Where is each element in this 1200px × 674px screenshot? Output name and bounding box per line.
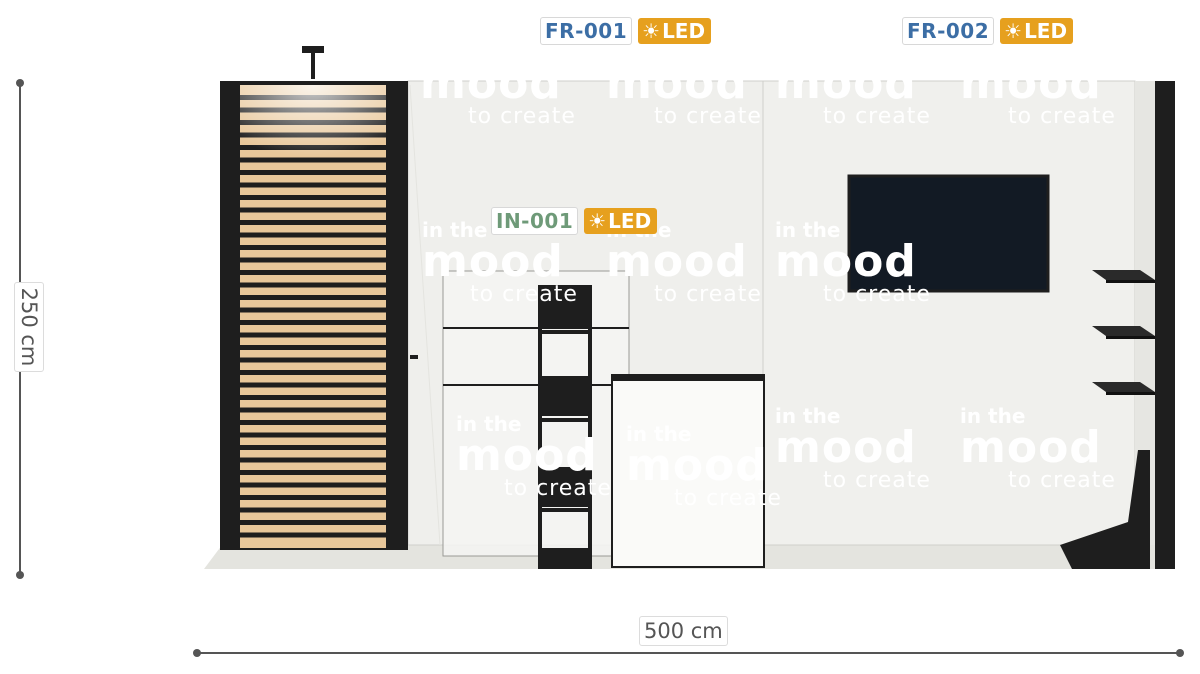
slat-gap (240, 232, 386, 238)
door-handle (410, 355, 418, 359)
led-badge: ☀ LED (584, 208, 658, 234)
width-label: 500 cm (639, 616, 728, 646)
brochure-stand (538, 285, 592, 569)
chair (1060, 450, 1150, 569)
width-dimension-line (193, 649, 1184, 657)
slat-gap (240, 245, 386, 250)
led-badge: ☀ LED (1000, 18, 1074, 44)
slat-gap (240, 282, 386, 288)
slat-gap (240, 182, 386, 188)
wall-graphic-low-right-1: in the mood to create (775, 404, 931, 493)
slat-gap (240, 332, 386, 338)
slat-gap (240, 220, 386, 225)
slat-gap (240, 357, 386, 363)
led-label: LED (1024, 19, 1068, 43)
slat-gap (240, 270, 386, 275)
led-label: LED (608, 209, 652, 233)
slat-gap (240, 320, 386, 325)
glass-display-case (442, 270, 630, 557)
sun-icon: ☀ (588, 209, 607, 233)
slat-gap (240, 207, 386, 213)
sun-icon: ☀ (1004, 19, 1023, 43)
slat-gap (240, 420, 386, 425)
led-label: LED (662, 19, 706, 43)
wall-graphic-top-left: mood to create (420, 62, 576, 128)
slat-gap (240, 482, 386, 488)
wall-graphic-low-center: in the mood to create (626, 422, 782, 511)
right-frame-column (1155, 81, 1175, 569)
slat-gap (240, 195, 386, 200)
slat-gap (240, 520, 386, 525)
spotlight-icon (302, 46, 324, 53)
wall-graphic-tagline: to create (468, 104, 576, 129)
slat-gap (240, 457, 386, 463)
wall-graphic-mid-left: in the mood to create (422, 218, 578, 307)
tag-code: FR-001 (540, 17, 633, 45)
wall-graphic-word: mood (420, 58, 562, 109)
slat-gap (240, 307, 386, 313)
slat-gap (240, 345, 386, 350)
tag-fr-002[interactable]: FR-002 ☀ LED (902, 17, 1074, 45)
tag-in-001[interactable]: IN-001 ☀ LED (491, 207, 658, 235)
wall-graphic-low-right-2: in the mood to create (960, 404, 1116, 493)
slat-gap (240, 407, 386, 413)
slat-gap (240, 432, 386, 438)
tag-fr-001[interactable]: FR-001 ☀ LED (540, 17, 712, 45)
sun-icon: ☀ (642, 19, 661, 43)
wall-graphic-low-left: in the mood to create (456, 412, 612, 501)
wall-graphic-top-right-1: mood to create (775, 58, 931, 129)
tv-screen (847, 174, 1050, 293)
slat-gap (240, 445, 386, 450)
slat-gap (240, 532, 386, 538)
wall-graphic-top-mid: mood to create (606, 58, 762, 129)
counter (611, 374, 765, 568)
slat-gap (240, 495, 386, 500)
wall-side-return (1135, 81, 1157, 545)
tag-code: IN-001 (491, 207, 579, 235)
tag-code: FR-002 (902, 17, 995, 45)
slat-gap (240, 470, 386, 475)
wall-graphic-top-right-2: mood to create (960, 58, 1116, 129)
led-badge: ☀ LED (638, 18, 712, 44)
slat-gap (240, 382, 386, 388)
slat-gap (240, 507, 386, 513)
wall-shelves (1092, 270, 1155, 395)
slat-gap (240, 395, 386, 400)
wall-panel-right (762, 80, 1136, 546)
slat-gap (240, 295, 386, 300)
wall-graphic-mid-right: in the mood to create (775, 218, 931, 307)
slat-gap (240, 257, 386, 263)
slat-gap (240, 370, 386, 375)
